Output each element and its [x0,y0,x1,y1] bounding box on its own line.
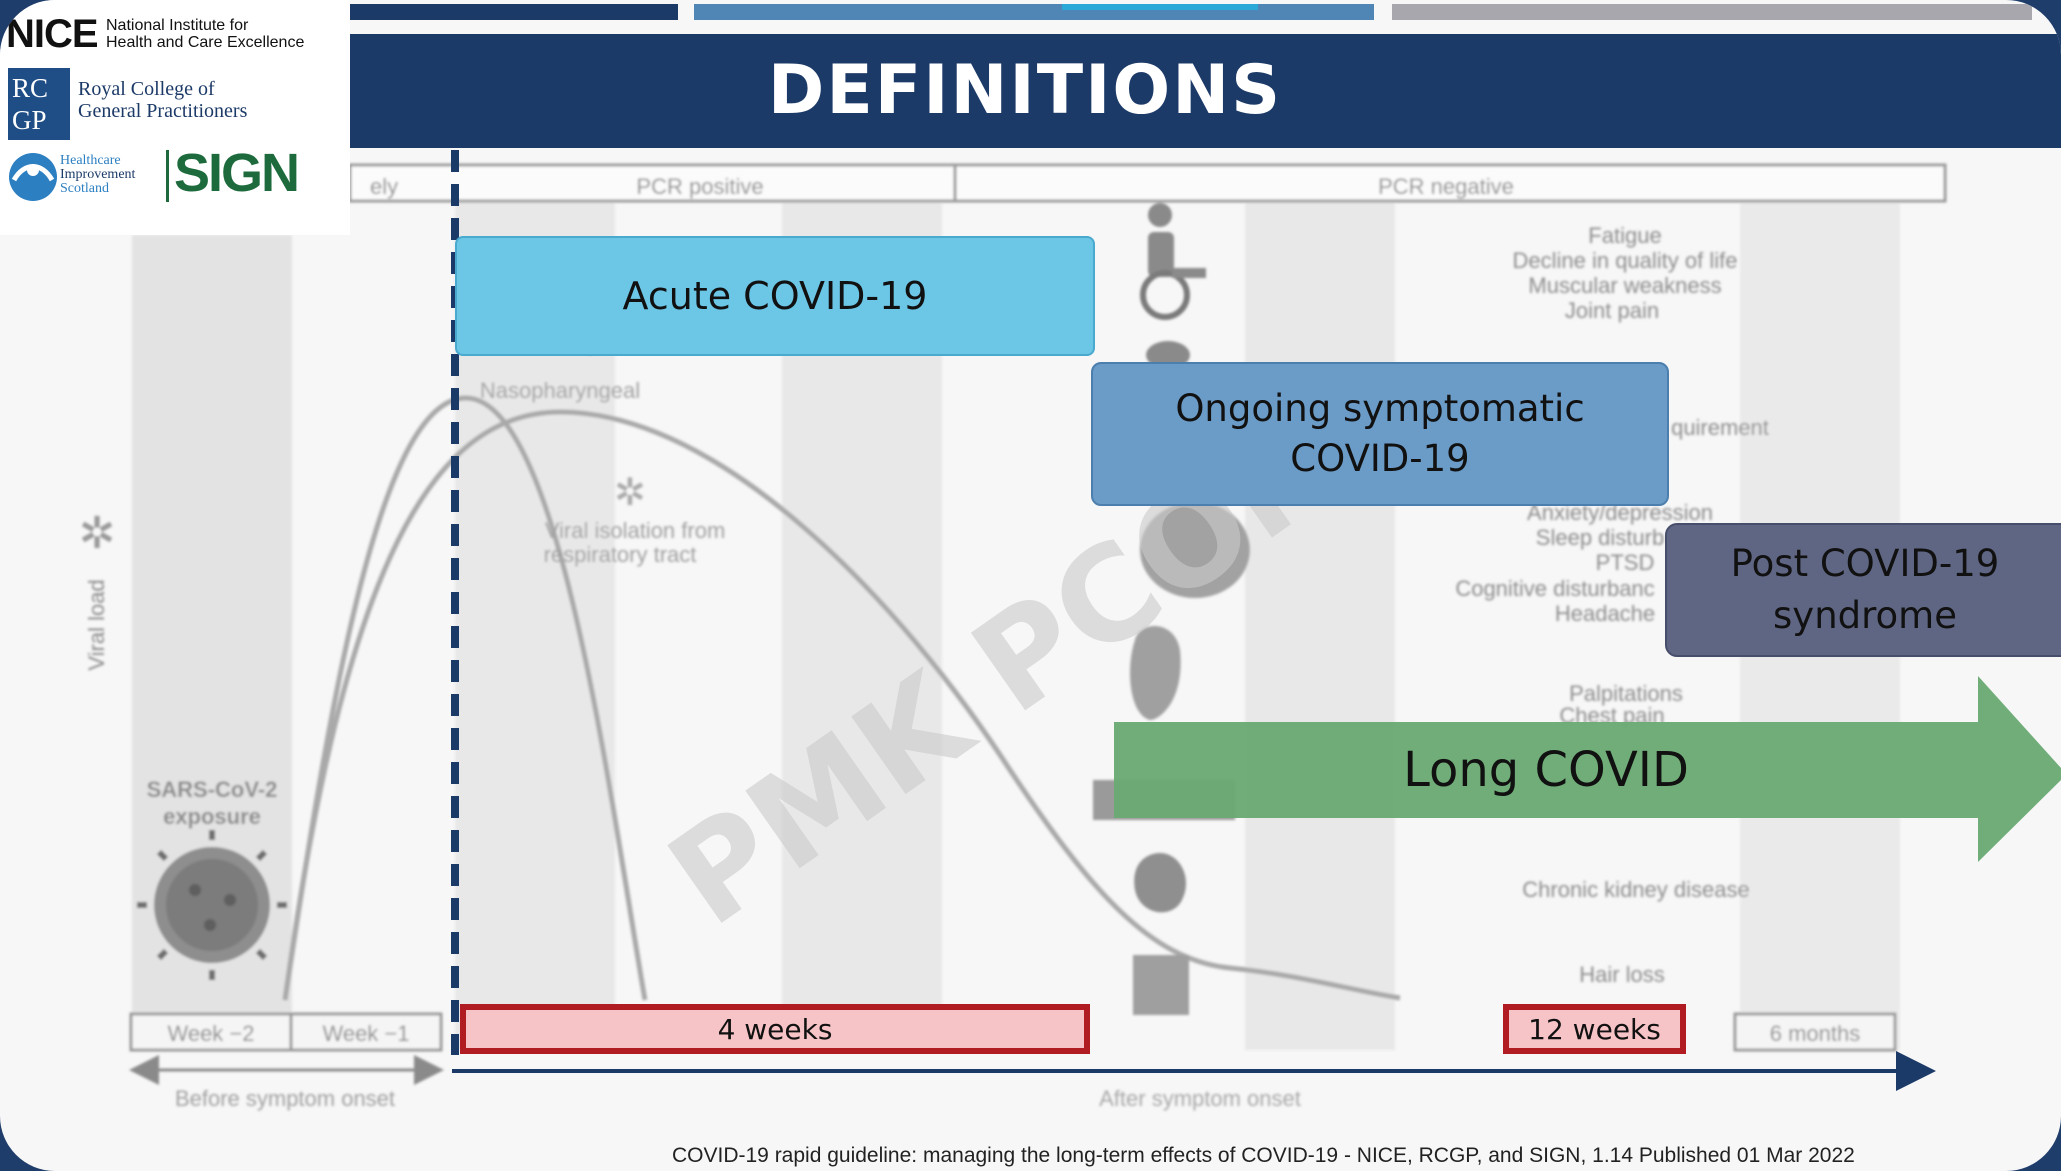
symptom-cognitive: Cognitive disturbanc [1455,576,1654,601]
rcgp-mark-2: GP [12,105,47,135]
week-minus-2-box [129,1012,293,1052]
nasopharyngeal-label: Nasopharyngeal [480,378,640,403]
virus-icon [137,830,287,980]
four-weeks-label: 4 weeks [717,1012,833,1046]
top-strip-cyan [1062,4,1258,10]
nice-logo: NICE [6,12,99,56]
sun-icon-viral-isolation: ✲ [614,470,646,514]
sun-icon-axis: ✲ [79,508,116,559]
ongoing-covid-box: Ongoing symptomatic COVID-19 [1091,362,1669,506]
symptom-hair-loss: Hair loss [1579,962,1665,987]
rcgp-name-line-2: General Practitioners [78,100,248,122]
symptom-fatigue: Fatigue [1588,223,1661,248]
his-name: Healthcare Improvement Scotland [60,154,135,196]
logo-panel: NICE National Institute for Health and C… [0,0,350,235]
symptom-palpitations: Palpitations [1569,681,1683,706]
symptom-ptsd: PTSD [1596,550,1655,575]
phase-header-pcr-negative: PCR negative [1378,174,1514,199]
phase-header-early: ely [370,174,398,199]
long-covid-arrow [1114,676,2061,862]
viral-isolation-curve [282,395,648,1001]
ongoing-covid-label-1: Ongoing symptomatic [1175,387,1585,430]
rcgp-name-line-1: Royal College of [78,78,215,100]
symptom-quality-of-life: Decline in quality of life [1512,248,1737,273]
post-covid-box: Post COVID-19 syndrome [1665,523,2061,657]
viral-isolation-label-2: respiratory tract [544,542,697,567]
rcgp-mark-1: RC [12,73,49,103]
shade-column-3 [1245,200,1395,1050]
nasopharyngeal-curve [282,409,1401,1001]
exposure-label-2: exposure [163,804,261,829]
symptom-headache: Headache [1555,601,1655,626]
ongoing-covid-label-2: COVID-19 [1290,437,1470,480]
sign-divider [166,150,169,202]
post-covid-label-1: Post COVID-19 [1730,542,2000,585]
week-minus-2-label: Week −2 [167,1021,254,1046]
after-onset-label: After symptom onset [1099,1086,1301,1111]
post-covid-label-2: syndrome [1773,594,1957,637]
symptom-requirement: quirement [1671,415,1769,440]
acute-covid-label: Acute COVID-19 [622,274,928,318]
long-covid-label: Long COVID [1403,742,1689,798]
top-strip-grey [1392,4,2032,20]
viral-isolation-label-1: Viral isolation from [545,518,726,543]
phase-header-frame [348,163,1947,203]
his-name-line-1: Healthcare [60,153,121,168]
top-strip-navy [350,4,678,20]
week-minus-1-label: Week −1 [322,1021,409,1046]
acute-covid-box: Acute COVID-19 [455,236,1095,356]
y-axis-label: Viral load [84,579,109,670]
phase-header-pcr-positive: PCR positive [636,174,763,199]
symptom-muscular-weakness: Muscular weakness [1528,273,1721,298]
nice-name: National Institute for Health and Care E… [106,17,304,51]
heart-icon [1130,626,1181,720]
nice-name-line-2: Health and Care Excellence [106,34,305,51]
citation: COVID-19 rapid guideline: managing the l… [672,1144,1855,1167]
twelve-weeks-marker: 12 weeks [1503,1004,1686,1054]
symptom-sleep: Sleep disturb [1536,525,1664,550]
before-onset-label: Before symptom onset [175,1086,395,1111]
nice-name-line-1: National Institute for [106,17,249,34]
brain-icon [1140,502,1250,598]
rcgp-name: Royal College of General Practitioners [78,78,247,122]
his-logo-icon [9,153,57,201]
header-bar [350,34,2061,148]
symptom-kidney: Chronic kidney disease [1522,877,1749,902]
hair-follicle-icon [1133,955,1189,1015]
his-name-line-3: Scotland [60,181,109,196]
week-minus-1-box [289,1012,443,1052]
sign-logo: SIGN [174,143,300,203]
his-name-line-2: Improvement [60,167,136,182]
rcgp-emblem: RC GP [8,68,70,140]
exposure-label-1: SARS-CoV-2 [147,777,278,802]
six-months-box [1733,1012,1897,1052]
six-months-label: 6 months [1770,1021,1861,1046]
wheelchair-icon [1140,203,1206,320]
four-weeks-marker: 4 weeks [460,1004,1090,1054]
twelve-weeks-label: 12 weeks [1528,1012,1661,1046]
long-covid-label-container: Long COVID [1114,722,1978,818]
symptom-joint-pain: Joint pain [1565,298,1659,323]
slide-title: DEFINITIONS [767,51,1283,130]
kidney-icon [1134,853,1187,913]
